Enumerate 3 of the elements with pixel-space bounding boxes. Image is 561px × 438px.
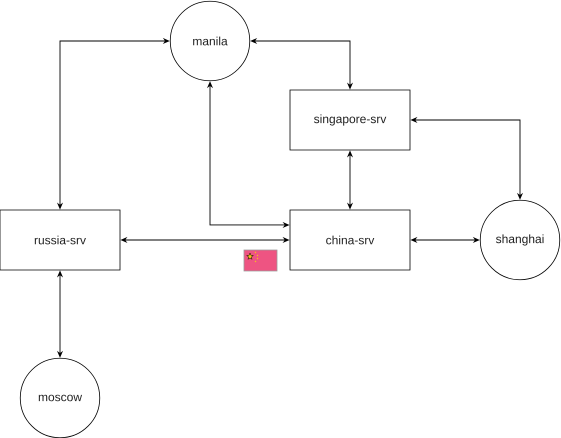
server-box: china-srv xyxy=(290,210,410,270)
server-box: russia-srv xyxy=(0,210,120,270)
server-box: singapore-srv xyxy=(290,90,410,150)
